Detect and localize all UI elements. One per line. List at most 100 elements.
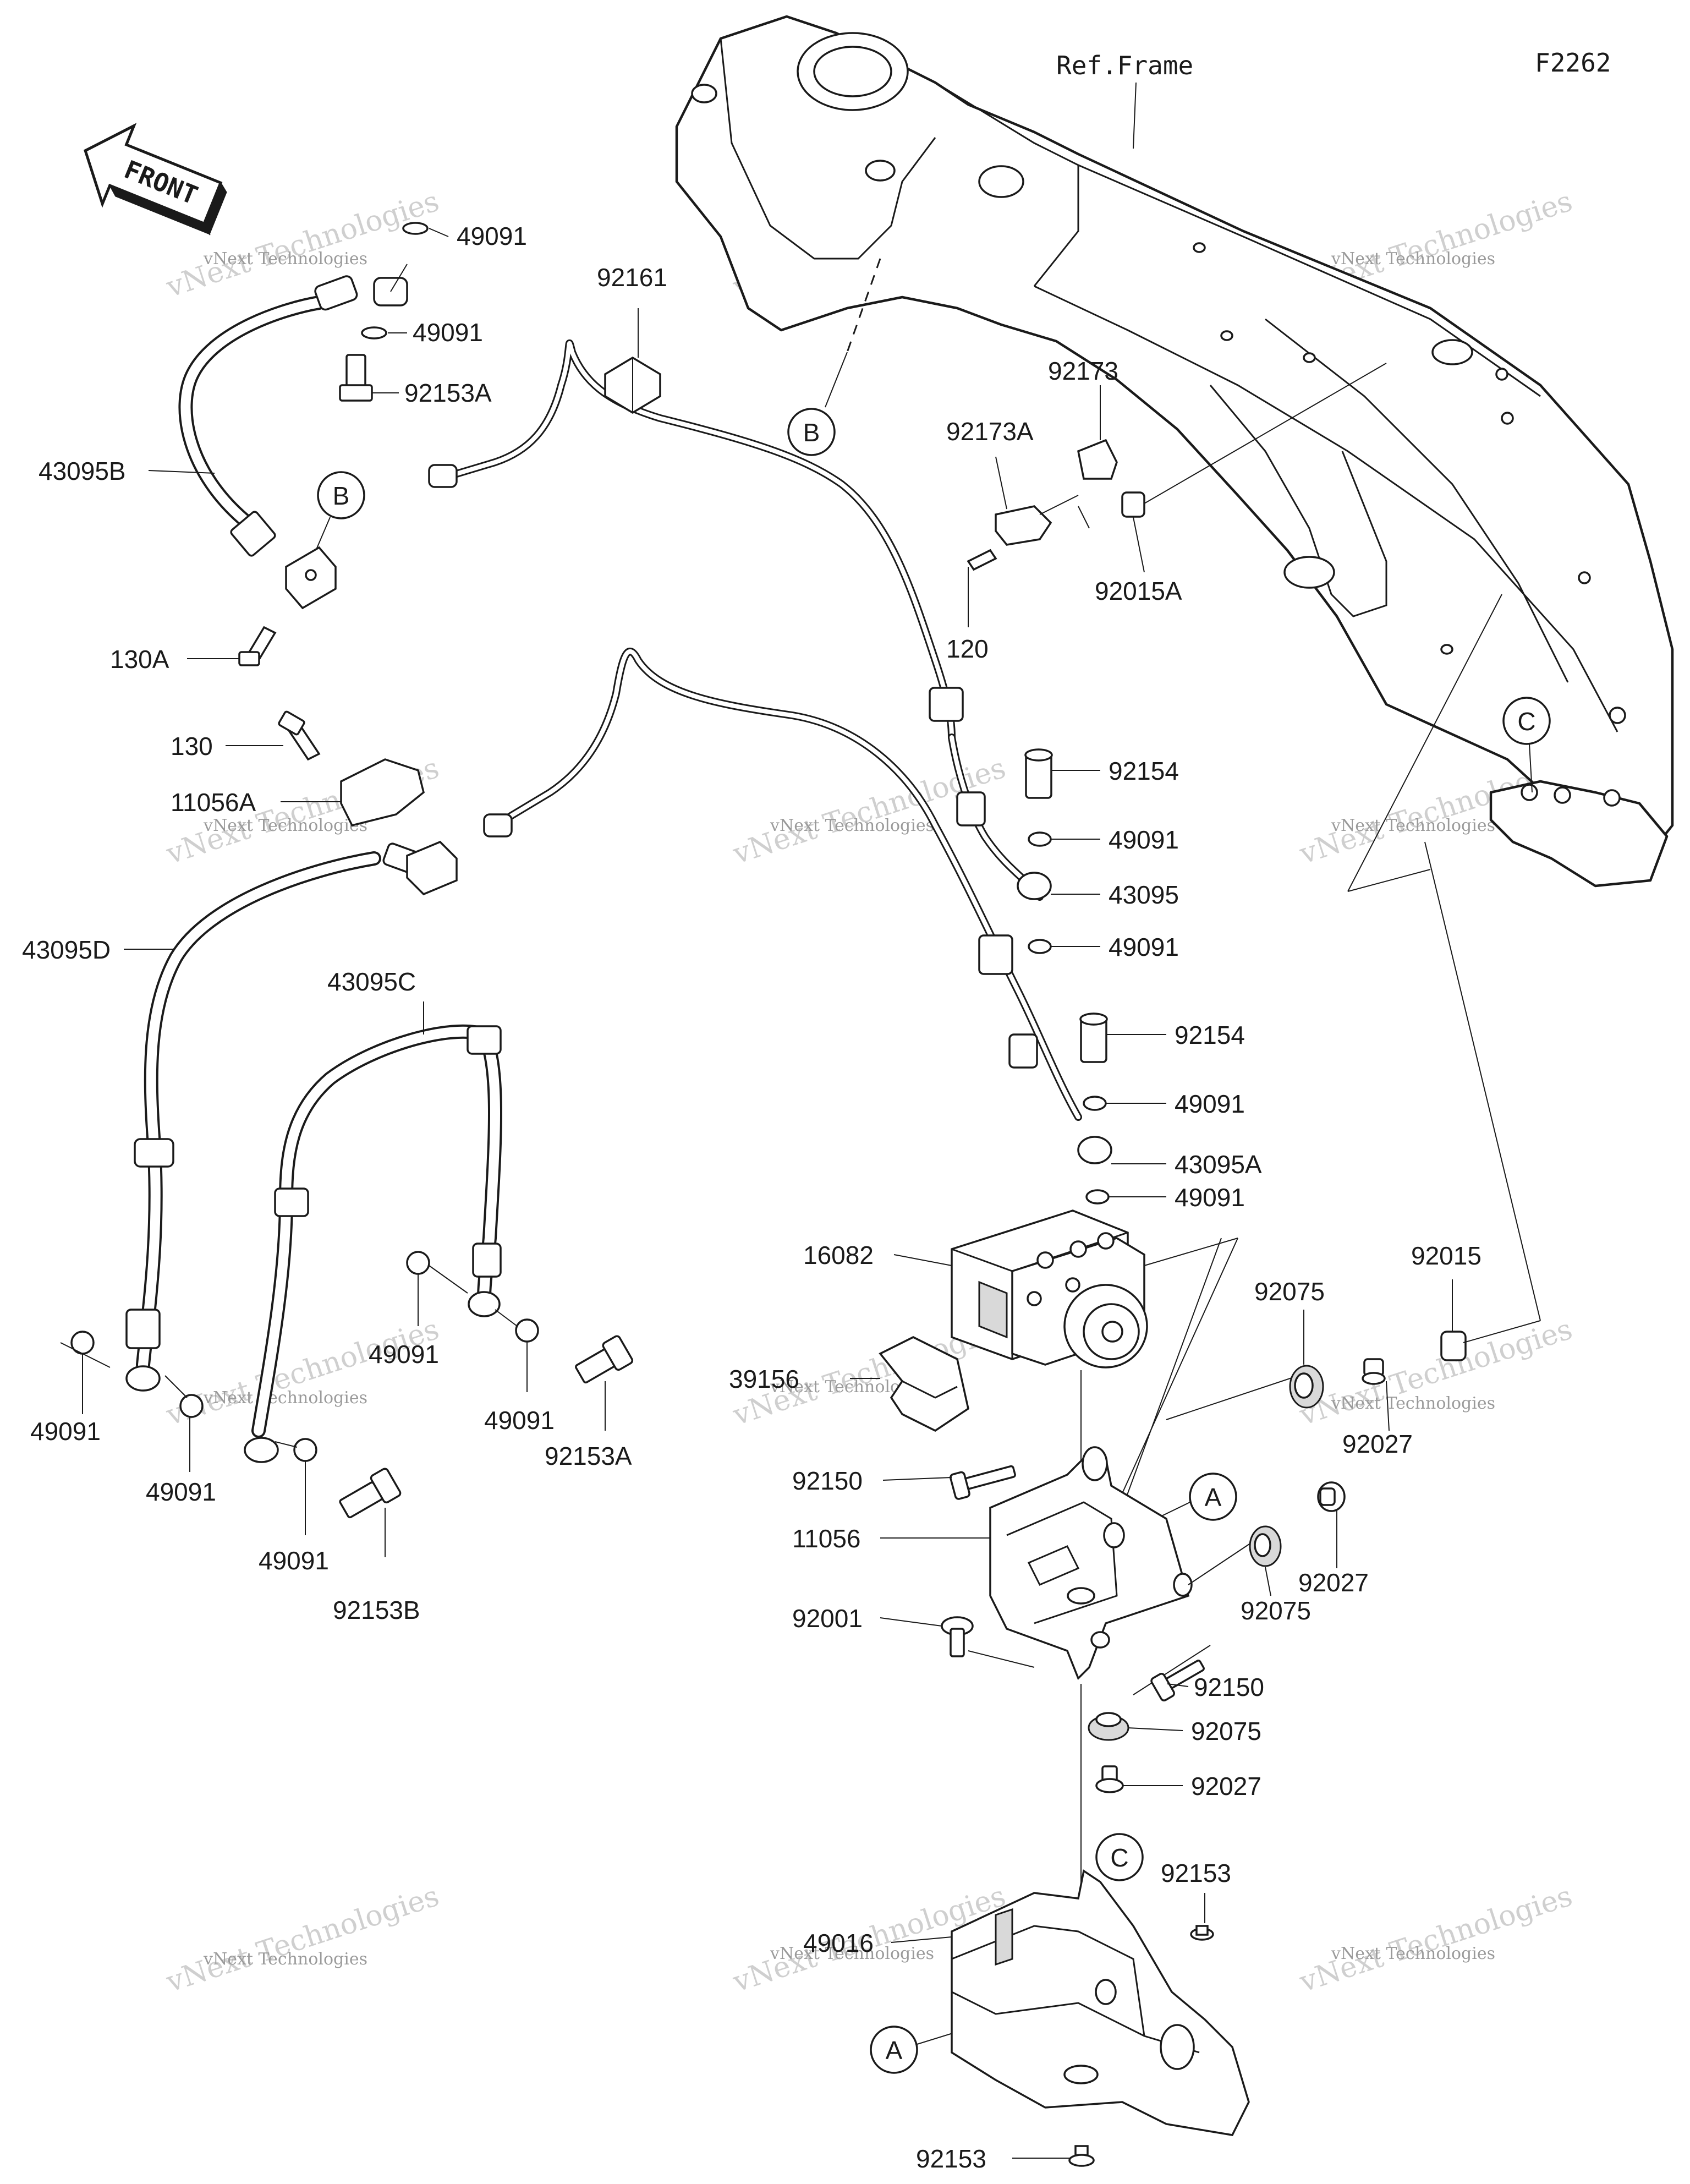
abs-connector [978, 1280, 1008, 1339]
banjo-bolt-head [339, 384, 373, 402]
screw-head [1068, 2154, 1095, 2167]
leader-line [825, 352, 848, 408]
callout-letter: B [333, 481, 350, 510]
bracket-hole [1090, 1631, 1110, 1649]
bracket-hole [1103, 1522, 1125, 1548]
hose-43095B-inner [180, 298, 324, 528]
frame-hole [1554, 786, 1571, 804]
cover-hole [1095, 1979, 1117, 2005]
frame-hole [1521, 784, 1538, 801]
frame-hole [1220, 330, 1233, 341]
collar-92027 [1317, 1481, 1346, 1512]
part-label-92154: 92154 [1109, 757, 1179, 785]
frame-hole [978, 165, 1024, 198]
part-label-11056: 11056 [792, 1524, 861, 1553]
holder-92173 [1077, 439, 1118, 480]
bracket-11056 [989, 1451, 1190, 1681]
front-direction-arrow: FRONT [84, 123, 227, 236]
callout-a-bracket: A [1133, 1473, 1237, 1530]
washer-49091 [1028, 939, 1052, 954]
steering-head-bore [813, 46, 892, 97]
bolt-92150-upper [950, 1465, 1016, 1500]
hose-43095B [178, 295, 326, 530]
leader-line [429, 228, 449, 237]
assembly-line [1078, 506, 1090, 529]
part-label-39156: 39156 [729, 1365, 799, 1393]
leader-lines [60, 228, 1453, 2159]
leader-line [1265, 1567, 1271, 1596]
collar-flange [1095, 1778, 1124, 1793]
part-label-43095B: 43095B [39, 457, 126, 485]
part-label-92027: 92027 [1298, 1568, 1369, 1597]
cushion-edge [902, 1380, 958, 1399]
frame-down-bracket [1209, 385, 1387, 617]
leader-line [1133, 517, 1145, 573]
callout-letter: C [1517, 707, 1535, 736]
part-label-92001: 92001 [792, 1604, 863, 1633]
frame-hole [1193, 242, 1206, 253]
frame-hole [1303, 352, 1316, 363]
part-label-92153A: 92153A [545, 1442, 632, 1470]
part-label-92015A: 92015A [1095, 577, 1182, 605]
part-label-49091: 49091 [484, 1406, 555, 1435]
frame-headstock-line [720, 38, 936, 260]
watermark-text: vNext Technologies [770, 816, 934, 835]
abs-port [1027, 1291, 1042, 1306]
hose-fitting [230, 511, 276, 557]
bolt-head [602, 1335, 634, 1371]
cover-hole [1063, 2065, 1099, 2084]
leader-line [148, 470, 215, 474]
abs-port [1069, 1240, 1087, 1258]
frame-pivot-bracket [1489, 780, 1669, 888]
hose-43095B-assembly [178, 222, 429, 666]
assembly-line [968, 1650, 1035, 1668]
callout-c-lower: C [1095, 1833, 1144, 1881]
callout-circle-a [870, 2026, 918, 2074]
frame-spar-mid [1265, 318, 1569, 683]
watermark-text: vNext Technologies [162, 1313, 443, 1432]
part-label-92075: 92075 [1254, 1277, 1325, 1306]
callout-b-frame: B [787, 352, 848, 456]
part-label-92075: 92075 [1241, 1596, 1311, 1625]
part-label-49091: 49091 [369, 1340, 439, 1369]
hose-clamp-block [406, 840, 458, 896]
brake-pipe-upper-inner [438, 341, 954, 740]
bracket-hole [1173, 1573, 1193, 1597]
callout-circle-c [1502, 697, 1551, 745]
diagram-code: F2262 [1535, 48, 1611, 78]
frame-slot [1431, 339, 1473, 365]
assembly-line [1463, 1320, 1541, 1343]
watermark-text: vNext Technologies [1331, 816, 1495, 835]
hose-fitting [467, 1025, 502, 1055]
part-label-92161: 92161 [597, 263, 667, 292]
pipe-fitting [1008, 1033, 1038, 1069]
part-label-92150: 92150 [1194, 1673, 1264, 1701]
part-label-92075: 92075 [1191, 1717, 1261, 1745]
leader-line [164, 1375, 188, 1398]
leader-line [1133, 82, 1137, 149]
grommet-center [1254, 1533, 1271, 1557]
bolt-head [238, 651, 260, 666]
cover-hole [1160, 2024, 1195, 2070]
callout-circle-a [1189, 1473, 1237, 1521]
part-label-92153: 92153 [1161, 1859, 1231, 1887]
pipe-fitting [956, 791, 986, 826]
banjo-eye [125, 1365, 161, 1392]
frame-hole [1283, 556, 1335, 589]
callout-letter: A [1205, 1483, 1222, 1512]
abs-cover-49016 [951, 1869, 1250, 2167]
bracket-11056-assembly [968, 1375, 1299, 1695]
watermark-text: vNext Technologies [162, 1880, 443, 1999]
part-label-49091: 49091 [1109, 933, 1179, 961]
hose-43095D [136, 851, 381, 1372]
frame-hole [1495, 368, 1508, 381]
leader-line [880, 1617, 942, 1627]
assembly-line [1347, 869, 1431, 892]
watermark-text: vNext Technologies [203, 1388, 367, 1408]
part-label-49091: 49091 [413, 318, 483, 347]
leader-line [995, 456, 1007, 510]
washer-49091 [406, 1251, 430, 1275]
leader-line [1127, 1727, 1183, 1731]
cushion-body [879, 1336, 969, 1432]
assembly-line [1105, 1238, 1238, 1530]
